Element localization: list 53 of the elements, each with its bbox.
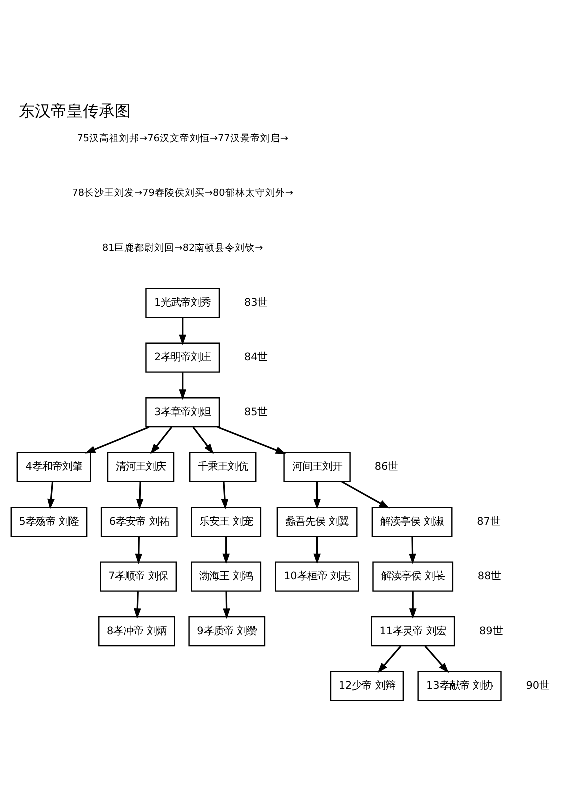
node-label: 86世	[374, 460, 398, 473]
arrow	[314, 482, 321, 510]
node-label: 84世	[244, 351, 268, 364]
node-box: 清河王刘庆	[107, 452, 175, 482]
arrow	[179, 317, 187, 345]
node-box: 乐安王 刘宠	[191, 506, 262, 537]
node-box: 8孝冲帝 刘炳	[98, 616, 176, 646]
node-box: 13孝献帝 刘协	[418, 670, 502, 701]
node-box: 9孝质帝 刘缵	[188, 616, 266, 646]
node-box: 3孝章帝刘炟	[146, 396, 220, 428]
label: 75汉高祖刘邦→76汉文帝刘恒→77汉景帝刘启→	[77, 132, 288, 144]
arrow	[378, 645, 402, 673]
node-box: 6孝安帝 刘祐	[100, 506, 178, 537]
arrow	[223, 591, 230, 619]
arrow	[218, 426, 286, 454]
node-box: 河间王刘开	[284, 452, 351, 482]
label: 78长沙王刘发→79舂陵侯刘买→80郁林太守刘外→	[72, 188, 294, 199]
node-box: 1光武帝刘秀	[146, 288, 220, 318]
node-box: 渤海王 刘鸿	[191, 561, 262, 592]
arrow	[48, 482, 55, 510]
arrow	[314, 536, 321, 564]
node-box: 5孝殇帝 刘隆	[10, 506, 88, 537]
arrow	[136, 482, 144, 510]
label: 81巨鹿都尉刘回→82南顿县令刘钦→	[102, 242, 264, 254]
arrow	[424, 645, 450, 673]
diagram-title: 东汉帝皇传承图	[18, 100, 131, 120]
node-label: 85世	[244, 406, 268, 418]
arrow	[150, 426, 172, 454]
arrow	[409, 591, 417, 619]
node-box: 4孝和帝刘肇	[16, 452, 92, 482]
node-label: 88世	[478, 570, 502, 582]
arrow	[192, 426, 214, 454]
arrow	[409, 536, 416, 564]
node-box: 千乘王刘伉	[190, 452, 257, 482]
node-label: 89世	[480, 624, 503, 637]
node-box: 2孝明帝刘庄	[146, 342, 220, 372]
arrow	[179, 372, 187, 400]
arrow	[134, 591, 142, 619]
node-box: 解渎亭侯 刘淑	[372, 506, 453, 537]
arrow	[135, 536, 143, 564]
node-box: 蠡吾先侯 刘翼	[276, 506, 358, 537]
arrow	[222, 536, 230, 564]
node-box: 12少帝 刘辩	[330, 670, 404, 701]
node-label: 83世	[244, 296, 268, 308]
node-label: 87世	[477, 515, 500, 528]
arrow	[221, 482, 229, 510]
node-box: 解渎亭侯 刘苌	[372, 561, 454, 592]
node-label: 90世	[526, 680, 550, 692]
arrow	[85, 426, 150, 454]
node-box: 11孝灵帝 刘宏	[371, 616, 456, 646]
node-box: 10孝桓帝 刘志	[275, 561, 360, 592]
node-box: 7孝顺帝 刘保	[100, 561, 178, 592]
arrow	[342, 480, 390, 508]
